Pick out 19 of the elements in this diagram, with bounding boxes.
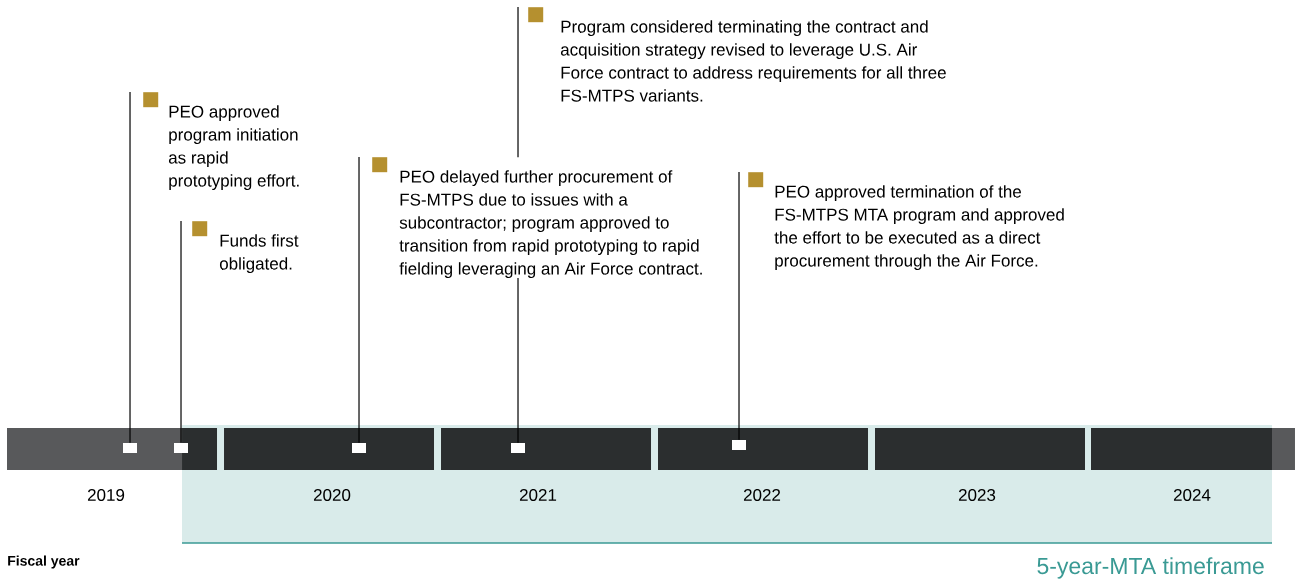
year-label: 2023 bbox=[958, 488, 996, 501]
leader-line bbox=[180, 220, 182, 444]
event-text: PEO delayed further procurement of FS-MTPS due to issues with a subcontractor; program approved to transition from rapid prototyping to rapid fielding leveraging an Air Force contract. bbox=[360, 157, 722, 279]
leader-line bbox=[358, 156, 360, 444]
leader-line bbox=[129, 91, 131, 444]
axis-title: Fiscal year bbox=[8, 555, 80, 569]
event-text: Program considered terminating the contract and acquisition strategy revised to leverage U.S. Air Force contract to address requirements for all three FS-MTPS variants. bbox=[528, 7, 946, 102]
event-marker bbox=[511, 443, 525, 453]
event-marker bbox=[174, 443, 188, 453]
leader-line bbox=[738, 171, 740, 441]
event-marker bbox=[732, 440, 746, 450]
event-text: Funds first obligated. bbox=[192, 221, 299, 274]
event-text: PEO approved termination of the FS-MTPS MTA program and approved the effort to be executed as a direct procurement through the Air Force. bbox=[748, 172, 1064, 271]
event-text: PEO approved program initiation as rapid prototyping effort. bbox=[143, 92, 299, 191]
year-label: 2019 bbox=[87, 488, 125, 501]
year-label: 2024 bbox=[1173, 488, 1211, 501]
event-marker bbox=[123, 443, 137, 453]
timeframe-label: 5-year-MTA timeframe bbox=[1037, 557, 1264, 579]
event-marker bbox=[352, 443, 366, 453]
